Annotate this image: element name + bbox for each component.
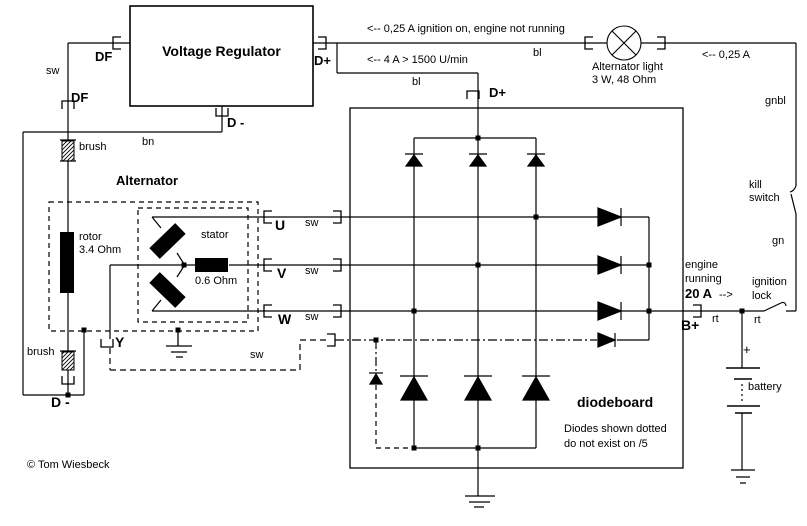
phase-w-label: W [278,311,292,327]
ignition-lock-label-1: ignition [752,276,787,288]
connector-brackets [61,36,702,385]
wire-color-sw-left: sw [46,65,60,77]
kill-switch-label-2: switch [749,192,780,204]
engine-arrow: --> [719,289,733,301]
engine-label-1: engine [685,259,719,271]
ground-diodeboard [465,495,495,508]
terminal-dplus-regulator: D+ [314,53,331,68]
terminal-bplus: B+ [681,317,700,333]
current-lamp-label: <-- 0,25 A [702,49,751,61]
star-point-label: Y [115,334,125,350]
wire-color-rt-1: rt [712,313,719,325]
stator-windings [149,223,228,308]
brush-top-symbol [61,140,75,162]
alternator-lamp-symbol [606,25,642,61]
brush-bottom-label: brush [27,346,55,358]
junction-dots [65,135,745,451]
ignition-lock-symbol [780,301,787,307]
battery-plus-sign: + [743,342,751,357]
phase-u-label: U [275,217,286,233]
diodeboard-note-1: Diodes shown dotted [564,423,667,435]
wire-color-gn: gn [772,235,785,247]
lamp-name: Alternator light [592,61,663,73]
exciter-diodes [404,153,546,167]
lamp-rating: 3 W, 48 Ohm [592,74,657,86]
wire-color-bl-top: bl [533,47,542,59]
wire-color-bl-mid: bl [412,76,421,88]
wire-color-sw-y: sw [250,349,264,361]
rotor-value: 3.4 Ohm [79,244,122,256]
ground-stator [166,330,192,358]
wire-color-sw-u: sw [305,217,319,229]
phase-v-label: V [277,265,287,281]
diodeboard-title: diodeboard [577,394,654,410]
dashed-wires [109,339,743,449]
wire-color-sw-v: sw [305,265,319,277]
copyright: © Tom Wiesbeck [27,459,110,471]
voltage-regulator-title: Voltage Regulator [162,43,281,59]
battery-symbol [726,367,760,414]
kill-switch-label-1: kill [749,179,762,191]
wire-color-gnbl: gnbl [765,95,786,107]
wire-color-bn: bn [142,136,155,148]
rotor-label: rotor [79,231,102,243]
terminal-df-upper: DF [95,49,113,64]
engine-label-2: running [685,273,722,285]
brush-top-label: brush [79,141,107,153]
stator-value: 0.6 Ohm [195,275,238,287]
terminal-dplus-diodeboard: D+ [489,85,506,100]
alternator-title: Alternator [116,173,179,188]
engine-amps: 20 A [685,286,712,301]
rotor-winding [60,232,74,293]
wire-color-sw-w: sw [305,311,319,323]
ignition-lock-label-2: lock [752,290,772,302]
terminal-dminus-bottom: D - [51,394,70,410]
wire-color-rt-2: rt [754,314,761,326]
kill-switch-symbol [789,185,797,193]
ground-battery [731,469,755,484]
battery-label: battery [748,381,782,393]
terminal-dminus-regulator: D - [227,115,245,130]
brush-bottom-symbol [61,351,75,371]
current-charging-label: <-- 4 A > 1500 U/min [367,54,468,66]
current-standby-label: <-- 0,25 A ignition on, engine not runni… [367,23,565,35]
diodeboard-note-2: do not exist on /5 [564,438,648,450]
dotted-diodes [368,332,617,385]
alternator-dashed-box [48,201,259,332]
stator-label: stator [201,229,229,241]
wires [22,42,797,496]
terminal-df-lower: DF [71,90,89,105]
positive-diodes [597,207,623,321]
negative-diodes [399,375,551,401]
diodeboard-box [349,107,684,469]
